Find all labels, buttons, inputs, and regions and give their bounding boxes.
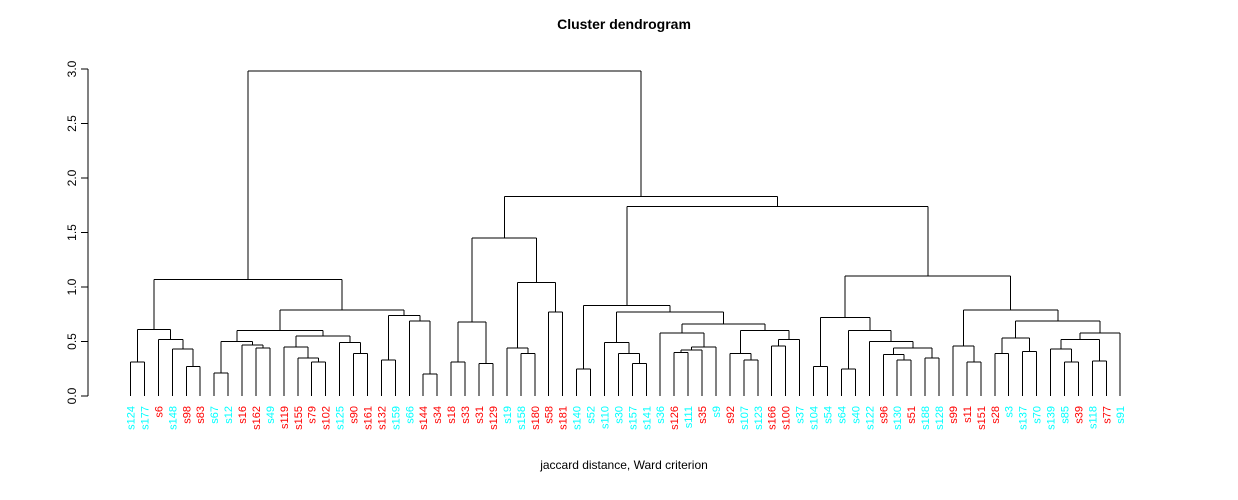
leaf-label-s51: s51: [906, 406, 918, 424]
chart-title: Cluster dendrogram: [557, 16, 691, 32]
leaf-label-s83: s83: [195, 406, 207, 424]
leaf-label-s130: s130: [892, 406, 904, 430]
y-tick-label: 0.5: [65, 333, 79, 350]
leaf-label-s157: s157: [627, 406, 639, 430]
leaf-label-s126: s126: [669, 406, 681, 430]
leaf-label-s18: s18: [446, 406, 458, 424]
dendrogram-links: [130, 70, 1121, 396]
leaf-label-s99: s99: [948, 406, 960, 424]
leaf-label-s144: s144: [418, 406, 430, 430]
y-tick-label: 1.0: [65, 278, 79, 295]
leaf-label-s123: s123: [753, 406, 765, 430]
leaf-label-s100: s100: [781, 406, 793, 430]
leaf-label-s91: s91: [1115, 406, 1127, 424]
leaf-label-s64: s64: [836, 406, 848, 424]
leaf-label-s67: s67: [209, 406, 221, 424]
leaf-label-s52: s52: [586, 406, 598, 424]
y-tick-label: 2.5: [65, 115, 79, 132]
leaf-label-s125: s125: [335, 406, 347, 430]
leaf-label-s11: s11: [962, 406, 974, 423]
leaf-label-s37: s37: [795, 406, 807, 424]
leaf-label-s104: s104: [809, 406, 821, 430]
leaf-label-s141: s141: [641, 406, 653, 430]
leaf-label-s79: s79: [307, 406, 319, 424]
leaf-label-s128: s128: [934, 406, 946, 430]
leaf-label-s3: s3: [1004, 406, 1016, 418]
leaf-label-s139: s139: [1046, 406, 1058, 430]
leaf-label-s129: s129: [488, 406, 500, 430]
leaf-label-s92: s92: [725, 406, 737, 424]
leaf-label-s122: s122: [864, 406, 876, 430]
leaf-label-s166: s166: [767, 406, 779, 430]
leaf-label-s137: s137: [1018, 406, 1030, 430]
leaf-label-s158: s158: [516, 406, 528, 430]
leaf-label-s33: s33: [460, 406, 472, 424]
leaf-label-s98: s98: [181, 406, 193, 424]
leaf-label-s132: s132: [376, 406, 388, 430]
leaf-label-s30: s30: [613, 406, 625, 424]
leaf-label-s161: s161: [362, 406, 374, 430]
leaf-label-s35: s35: [697, 406, 709, 424]
leaf-label-s16: s16: [237, 406, 249, 424]
leaf-label-s90: s90: [349, 406, 361, 424]
y-axis: 0.0 0.5 1.0 1.5 2.0 2.5 3.0: [65, 60, 89, 404]
leaf-label-s12: s12: [223, 406, 235, 424]
leaf-label-s6: s6: [153, 406, 165, 418]
y-tick-label: 1.5: [65, 224, 79, 241]
leaf-label-s70: s70: [1032, 406, 1044, 424]
x-axis-caption: jaccard distance, Ward criterion: [540, 458, 708, 472]
leaf-label-s119: s119: [279, 406, 291, 429]
leaf-label-s31: s31: [474, 406, 486, 424]
leaf-label-s110: s110: [599, 406, 611, 429]
leaf-label-s34: s34: [432, 406, 444, 424]
leaf-label-s85: s85: [1059, 406, 1071, 424]
leaf-label-s107: s107: [739, 406, 751, 430]
leaf-label-s77: s77: [1101, 406, 1113, 424]
leaf-label-s148: s148: [167, 406, 179, 430]
leaf-label-s58: s58: [544, 406, 556, 424]
leaf-label-s180: s180: [530, 406, 542, 430]
leaf-label-s49: s49: [265, 406, 277, 424]
leaf-label-s140: s140: [572, 406, 584, 430]
leaf-label-s155: s155: [293, 406, 305, 430]
leaf-label-s66: s66: [404, 406, 416, 424]
leaf-label-s54: s54: [823, 406, 835, 424]
leaf-label-s40: s40: [850, 406, 862, 424]
y-tick-label: 3.0: [65, 60, 79, 77]
leaf-label-s151: s151: [976, 406, 988, 430]
leaf-label-s102: s102: [321, 406, 333, 430]
leaf-label-s111: s111: [683, 406, 695, 428]
leaf-label-s19: s19: [502, 406, 514, 424]
leaf-label-s159: s159: [390, 406, 402, 430]
leaf-label-s181: s181: [558, 406, 570, 430]
leaf-label-s118: s118: [1087, 406, 1099, 429]
y-tick-label: 0.0: [65, 387, 79, 404]
leaf-label-s36: s36: [655, 406, 667, 424]
leaf-label-s9: s9: [711, 406, 723, 418]
leaf-label-s124: s124: [126, 406, 138, 430]
leaf-label-s162: s162: [251, 406, 263, 430]
leaf-label-s177: s177: [139, 406, 151, 430]
y-tick-label: 2.0: [65, 169, 79, 186]
leaf-label-s96: s96: [878, 406, 890, 424]
leaf-label-s188: s188: [920, 406, 932, 430]
leaf-label-s39: s39: [1073, 406, 1085, 424]
leaf-label-s28: s28: [990, 406, 1002, 424]
